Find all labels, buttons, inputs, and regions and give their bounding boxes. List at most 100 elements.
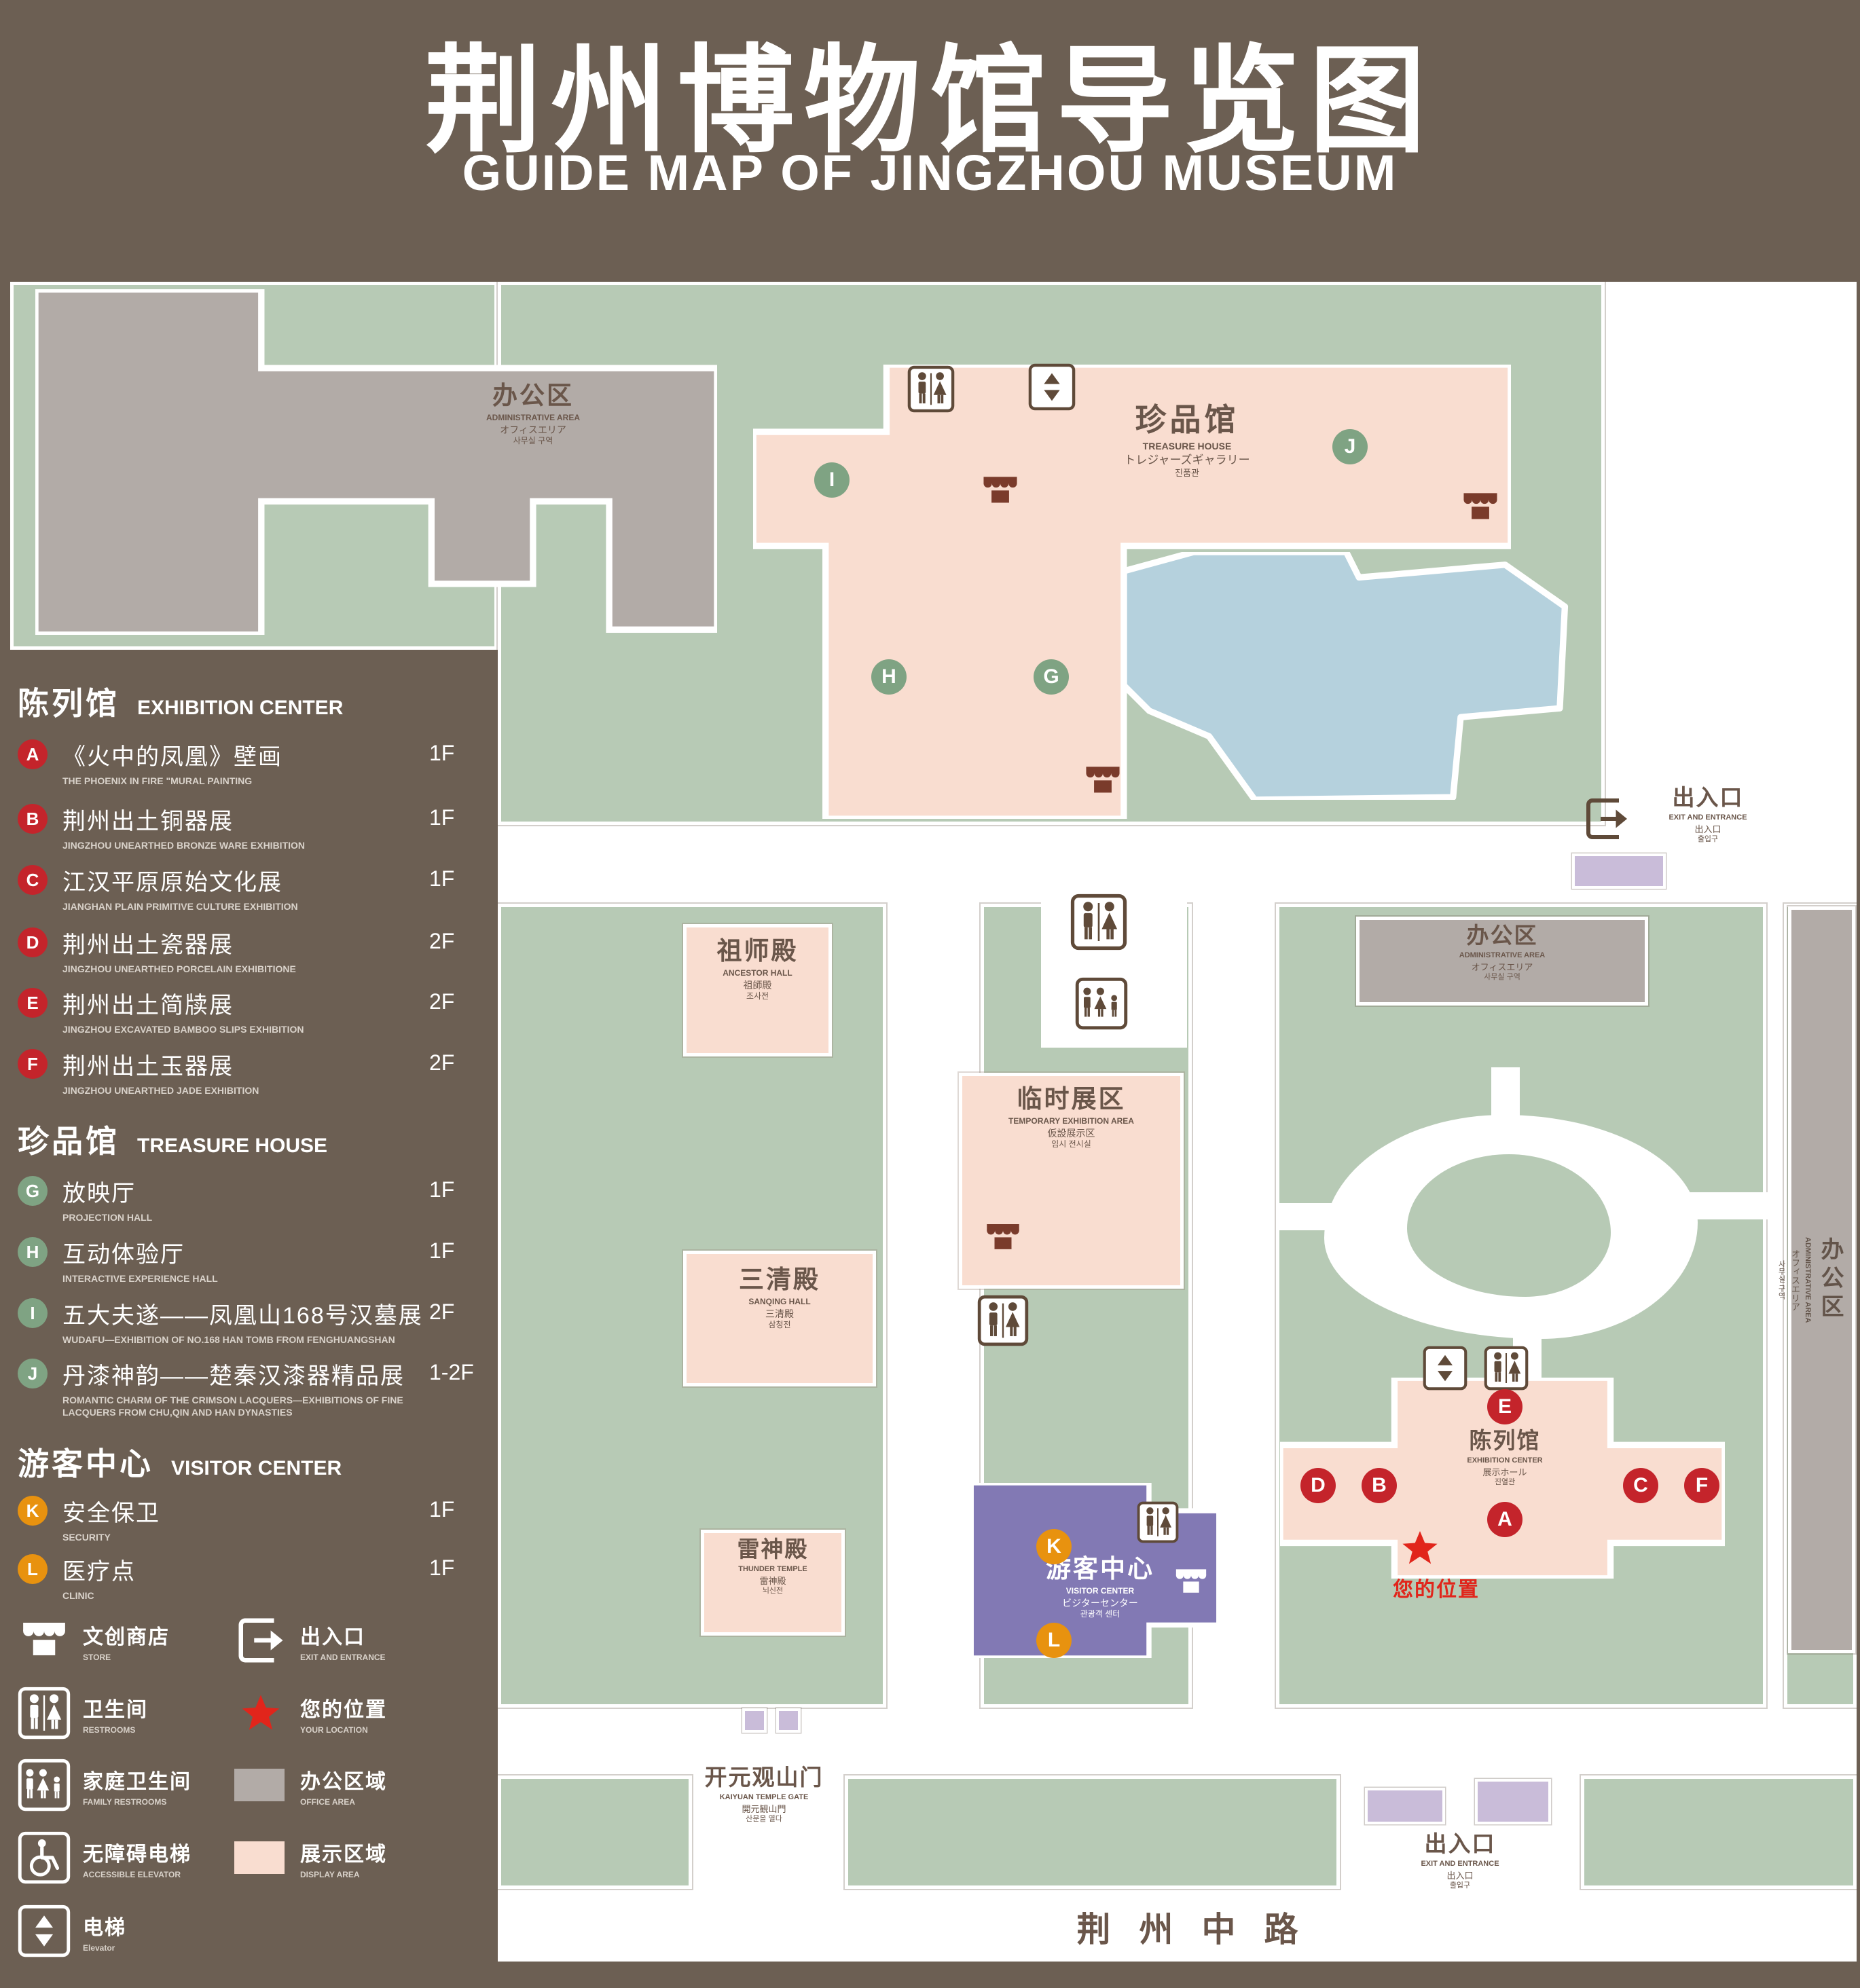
marker-h: H [871, 659, 907, 695]
marker-l: L [1036, 1623, 1072, 1658]
road-jingzhou-middle: 荆州中路 [518, 1892, 1857, 1962]
building-admin-northwest [35, 289, 717, 635]
restroom-icon [1070, 894, 1127, 951]
display-area-swatch [234, 1841, 285, 1874]
marker-f: F [1684, 1468, 1719, 1503]
exit-bottom-label: 出入口 EXIT AND ENTRANCE 出入口 출입구 [1421, 1831, 1499, 1890]
restroom-icon [18, 1687, 71, 1740]
exit-icon [234, 1614, 287, 1667]
legend-header-visitor-center: 游客中心 VISITOR CENTER [18, 1446, 342, 1481]
exhibition-center-label: 陈列馆 EXHIBITION CENTER 展示ホール 진열관 [1467, 1428, 1543, 1486]
garden-island [1407, 1154, 1611, 1297]
kaiyuan-gate-label: 开元观山门 KAIYUAN TEMPLE GATE 開元観山門 산문을 열다 [704, 1765, 824, 1823]
marker-k: K [1036, 1529, 1072, 1564]
page-subtitle: GUIDE MAP OF JINGZHOU MUSEUM [462, 145, 1398, 201]
admin-east-strip-label: 办公区 ADMINISTRATIVE AREA オフィスエリア 사무실 구역 [1777, 1236, 1843, 1323]
accessible-elevator-icon [18, 1831, 71, 1884]
elevator-icon [18, 1904, 71, 1957]
legend-header-treasure-house: 珍品馆 TREASURE HOUSE [18, 1124, 328, 1159]
visitor-center-label: 游客中心 VISITOR CENTER ビジターセンター 관광객 센터 [1046, 1555, 1154, 1619]
your-location-label: 您的位置 [1393, 1579, 1480, 1601]
legend-header-exhibition-center: 陈列馆 EXHIBITION CENTER [18, 686, 344, 721]
restroom-icon [907, 365, 955, 413]
marker-c: C [1623, 1468, 1658, 1503]
marker-g: G [1034, 659, 1069, 695]
building-admin-mid [1356, 917, 1648, 1006]
entrance-area [1572, 853, 1666, 889]
garden-path [1276, 1203, 1338, 1230]
marker-b: B [1362, 1468, 1397, 1503]
store-icon [1082, 760, 1124, 802]
store-icon [983, 1217, 1023, 1258]
your-location-star-icon [1400, 1528, 1440, 1568]
restroom-icon [1137, 1501, 1179, 1543]
building-sanqing-hall [683, 1251, 876, 1386]
green-area-south-1 [498, 1775, 692, 1889]
lake [1124, 552, 1569, 800]
green-area-south-2 [845, 1775, 1340, 1889]
green-area-south-3 [1581, 1775, 1857, 1889]
building-admin-east-strip: 办公区 ADMINISTRATIVE AREA オフィスエリア 사무실 구역 [1777, 906, 1855, 1653]
location-star-icon [239, 1691, 282, 1735]
building-exhibition-center [1280, 1378, 1725, 1579]
road-label: 荆州中路 [1076, 1910, 1327, 1949]
building-temporary-exhibition [959, 1073, 1184, 1289]
family-restroom-icon [18, 1759, 71, 1811]
marker-d: D [1300, 1468, 1336, 1503]
elevator-icon [1028, 363, 1076, 411]
admin-northwest-label: 办公区 ADMINISTRATIVE AREA オフィスエリア 사무실 구역 [486, 382, 580, 445]
exit-icon [1582, 794, 1631, 843]
entrance-area [1475, 1779, 1551, 1824]
store-icon [1172, 1563, 1210, 1601]
temporary-exhibition-label: 临时展区 TEMPORARY EXHIBITION AREA 仮設展示区 임시 … [1008, 1085, 1134, 1149]
ancestor-hall-label: 祖师殿 ANCESTOR HALL 祖師殿 조사전 [716, 937, 799, 1001]
sanqing-hall-label: 三清殿 SANQING HALL 三清殿 삼청전 [739, 1266, 820, 1329]
building-treasure-house [753, 365, 1511, 819]
marker-e: E [1487, 1389, 1522, 1424]
store-icon [1459, 486, 1501, 528]
marker-i: I [814, 462, 850, 498]
elevator-icon [1423, 1346, 1467, 1391]
office-area-swatch [234, 1769, 285, 1801]
building-thunder-temple [701, 1530, 845, 1636]
marker-j: J [1332, 429, 1368, 464]
restroom-icon [1484, 1346, 1529, 1391]
treasure-house-label: 珍品馆 TREASURE HOUSE トレジャーズギャラリー 진품관 [1124, 402, 1250, 478]
family-restroom-icon [1075, 977, 1128, 1030]
marker-a: A [1487, 1502, 1522, 1537]
garden-path [1491, 1067, 1520, 1128]
admin-mid-label: 办公区 ADMINISTRATIVE AREA オフィスエリア 사무실 구역 [1459, 923, 1546, 981]
gate-structure [776, 1708, 801, 1733]
exit-top-label: 出入口 EXIT AND ENTRANCE 出入口 출입구 [1668, 785, 1747, 843]
building-ancestor-hall [683, 924, 832, 1056]
thunder-temple-label: 雷神殿 THUNDER TEMPLE 雷神殿 뇌신전 [737, 1536, 809, 1595]
gate-structure [742, 1708, 767, 1733]
page-title: 荆州博物馆导览图 [424, 36, 1436, 166]
store-icon [979, 470, 1021, 512]
entrance-area [1365, 1788, 1445, 1824]
garden-path [1683, 1192, 1768, 1219]
restroom-icon [977, 1295, 1029, 1346]
